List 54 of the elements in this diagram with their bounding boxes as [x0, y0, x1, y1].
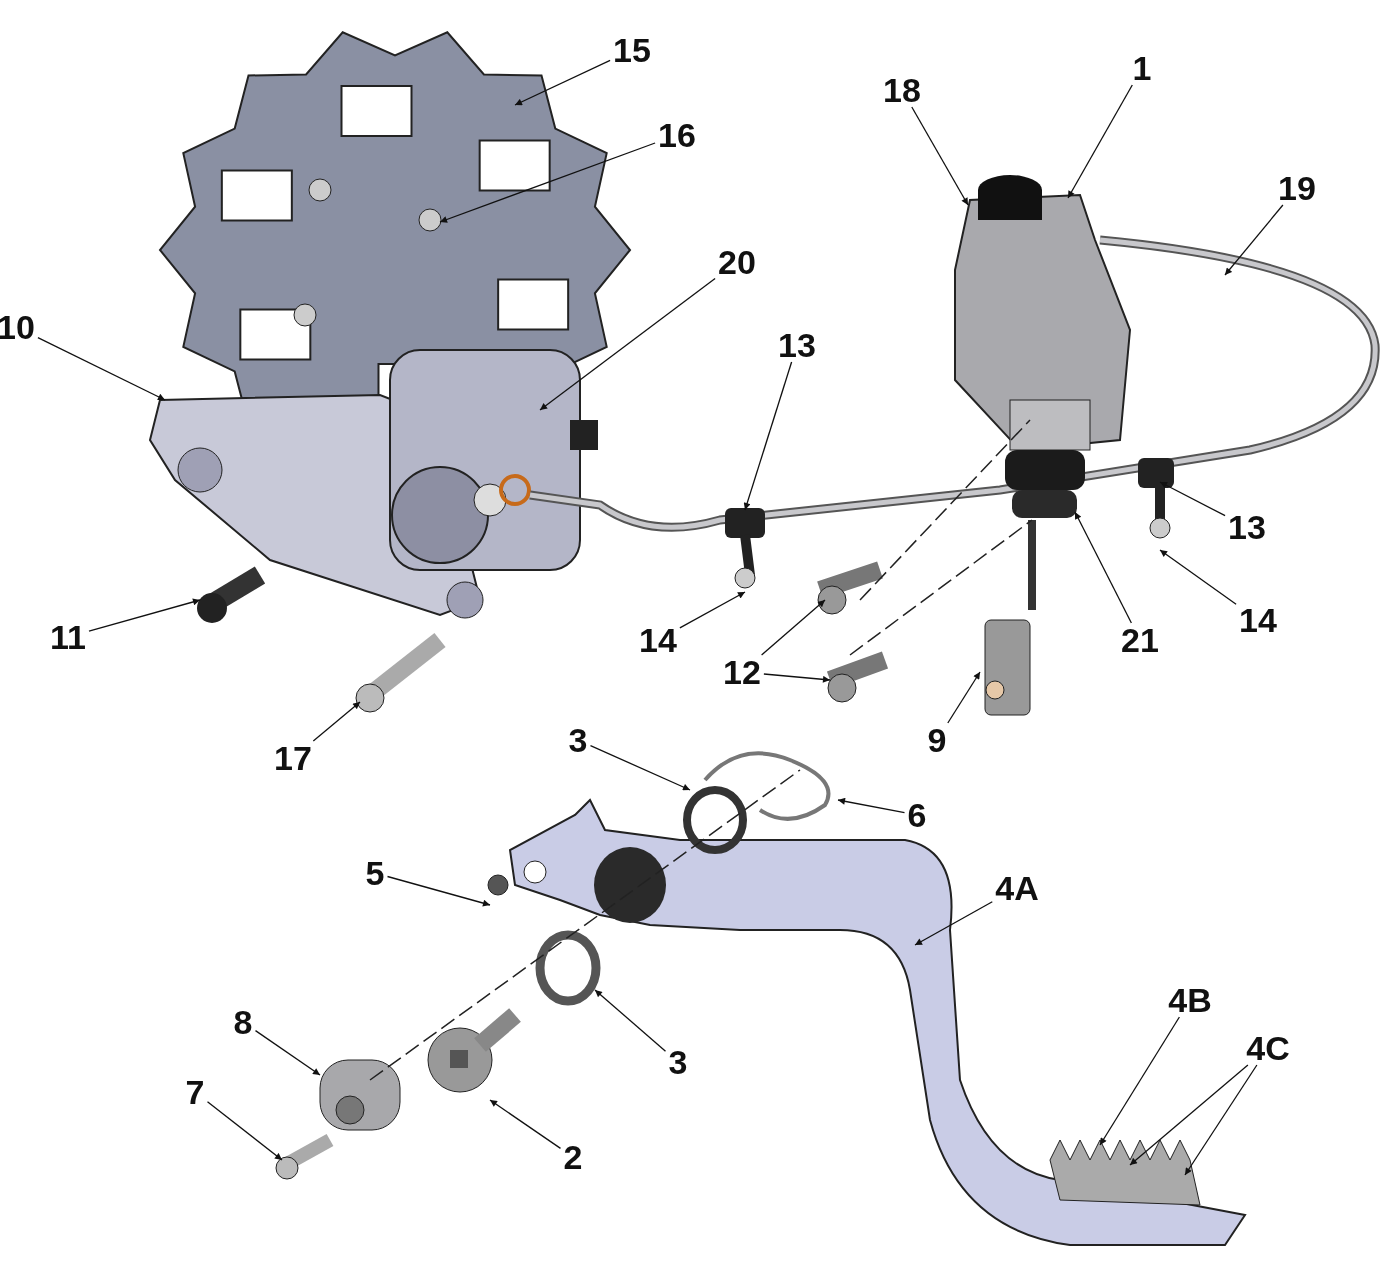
leader-line	[760, 599, 826, 656]
callout-number: 6	[907, 798, 927, 832]
leader-line	[489, 1099, 562, 1150]
callout-number: 16	[658, 118, 696, 152]
callout-number: 14	[639, 623, 677, 657]
leader-line	[1067, 84, 1133, 199]
callout-number: 12	[723, 655, 761, 689]
callout-number: 20	[718, 245, 756, 279]
leader-line	[911, 106, 969, 206]
callout-number: 4C	[1246, 1031, 1290, 1065]
callout-number: 18	[883, 73, 921, 107]
callout-number: 8	[233, 1005, 253, 1039]
callout-number: 13	[1228, 510, 1266, 544]
callout-number: 10	[0, 310, 35, 344]
leader-line	[914, 901, 993, 946]
leader-line	[386, 875, 491, 907]
leader-line	[1159, 549, 1237, 605]
leader-line	[594, 989, 667, 1052]
leader-line	[1074, 511, 1133, 624]
callout-number: 7	[185, 1075, 205, 1109]
leader-line	[1159, 481, 1226, 517]
callout-number: 2	[563, 1140, 583, 1174]
leader-line	[679, 591, 746, 629]
callout-number: 13	[778, 328, 816, 362]
callout-number: 15	[613, 33, 651, 67]
leader-line	[206, 1101, 283, 1161]
leader-line	[763, 673, 831, 683]
callout-number: 5	[365, 856, 385, 890]
leader-line	[837, 797, 906, 814]
leader-line	[37, 337, 166, 401]
callout-number: 4B	[1168, 983, 1212, 1017]
leader-line	[1184, 1064, 1258, 1176]
leader-line	[589, 744, 691, 791]
callout-number: 19	[1278, 171, 1316, 205]
leader-line	[743, 361, 793, 511]
callout-number: 17	[274, 741, 312, 775]
leader-line	[88, 598, 201, 632]
callout-number: 4A	[995, 871, 1039, 905]
leader-line	[514, 59, 611, 106]
leader-line	[947, 671, 981, 724]
leader-line	[1129, 1064, 1249, 1166]
leader-line	[1099, 1016, 1181, 1146]
callout-number: 14	[1239, 603, 1277, 637]
leader-line	[254, 1029, 321, 1076]
callout-number: 11	[50, 620, 86, 654]
callout-number: 3	[568, 723, 588, 757]
callout-number: 9	[927, 723, 947, 757]
leader-line	[312, 701, 361, 742]
callout-number: 21	[1121, 623, 1159, 657]
leader-line	[439, 142, 656, 223]
callout-number: 1	[1132, 51, 1152, 85]
callout-number: 3	[668, 1045, 688, 1079]
leader-line	[539, 277, 716, 411]
leader-line	[1224, 204, 1284, 276]
